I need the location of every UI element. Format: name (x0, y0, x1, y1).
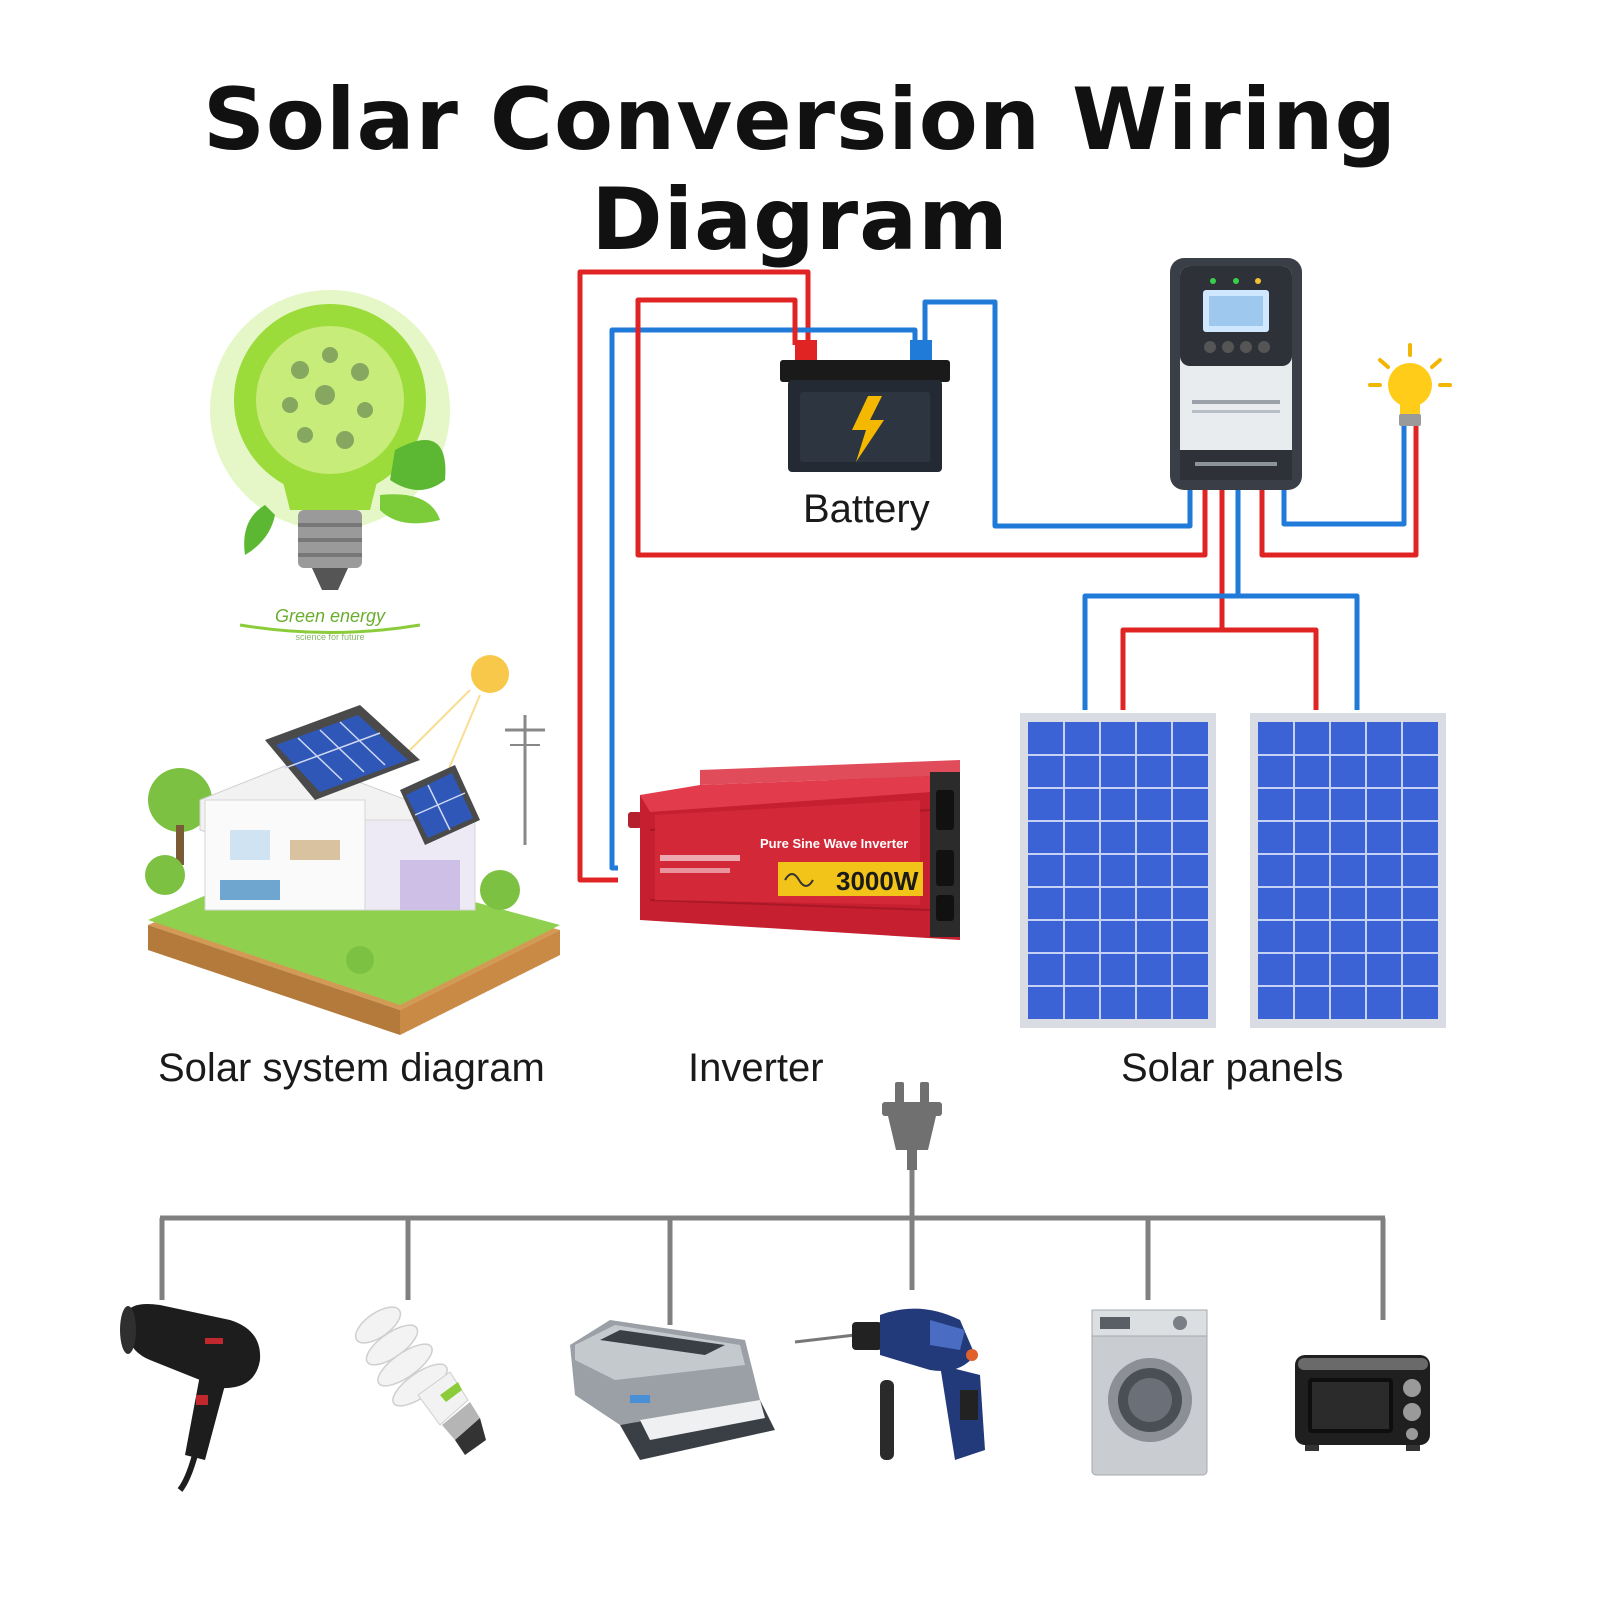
inverter-icon: Pure Sine Wave Inverter 3000W (628, 760, 960, 940)
charge-controller-icon (1170, 258, 1302, 490)
inverter-power-rating: 3000W (836, 866, 919, 896)
green-energy-brand: Green energy (275, 606, 386, 626)
wire-controller-panels-negative-2 (1238, 593, 1360, 710)
power-drill-icon (794, 1308, 985, 1460)
battery-label: Battery (803, 487, 930, 531)
wire-battery-controller-positive (635, 297, 1208, 558)
cfl-bulb-icon (354, 1306, 486, 1455)
wire-battery-inverter-positive (577, 269, 811, 883)
wire-controller-panels-negative (1082, 490, 1241, 710)
inverter-heading: Pure Sine Wave Inverter (760, 836, 908, 851)
light-bulb-icon (1368, 343, 1452, 426)
green-energy-tagline: science for future (295, 632, 364, 642)
printer-icon (570, 1320, 775, 1460)
solar-panel-left (1020, 713, 1216, 1028)
appliances-row (120, 1304, 1430, 1492)
wire-battery-controller-negative (922, 299, 1193, 529)
solar-system-label: Solar system diagram (158, 1046, 545, 1090)
microwave-oven-icon (1295, 1355, 1430, 1451)
battery-icon (780, 340, 950, 472)
wire-controller-load-positive (1259, 425, 1419, 558)
page-title: Solar Conversion Wiring Diagram (202, 70, 1398, 270)
wire-controller-load-negative (1281, 425, 1407, 527)
solar-house-icon (145, 655, 560, 1035)
solar-panels-label: Solar panels (1121, 1046, 1344, 1090)
solar-panels-icon (1020, 713, 1446, 1028)
wire-controller-panels-positive-2 (1222, 627, 1319, 710)
solar-panel-right (1250, 713, 1446, 1028)
ac-plug-icon (882, 1082, 942, 1170)
inverter-label: Inverter (688, 1046, 824, 1090)
wire-battery-inverter-negative (609, 327, 918, 871)
washing-machine-icon (1091, 1309, 1208, 1476)
wire-controller-panels-positive (1120, 490, 1225, 710)
ac-distribution-lines (159, 1170, 1386, 1325)
green-energy-bulb-icon: Green energy science for future (210, 290, 450, 642)
hair-dryer-icon (120, 1304, 261, 1492)
dc-wiring (577, 269, 1419, 883)
